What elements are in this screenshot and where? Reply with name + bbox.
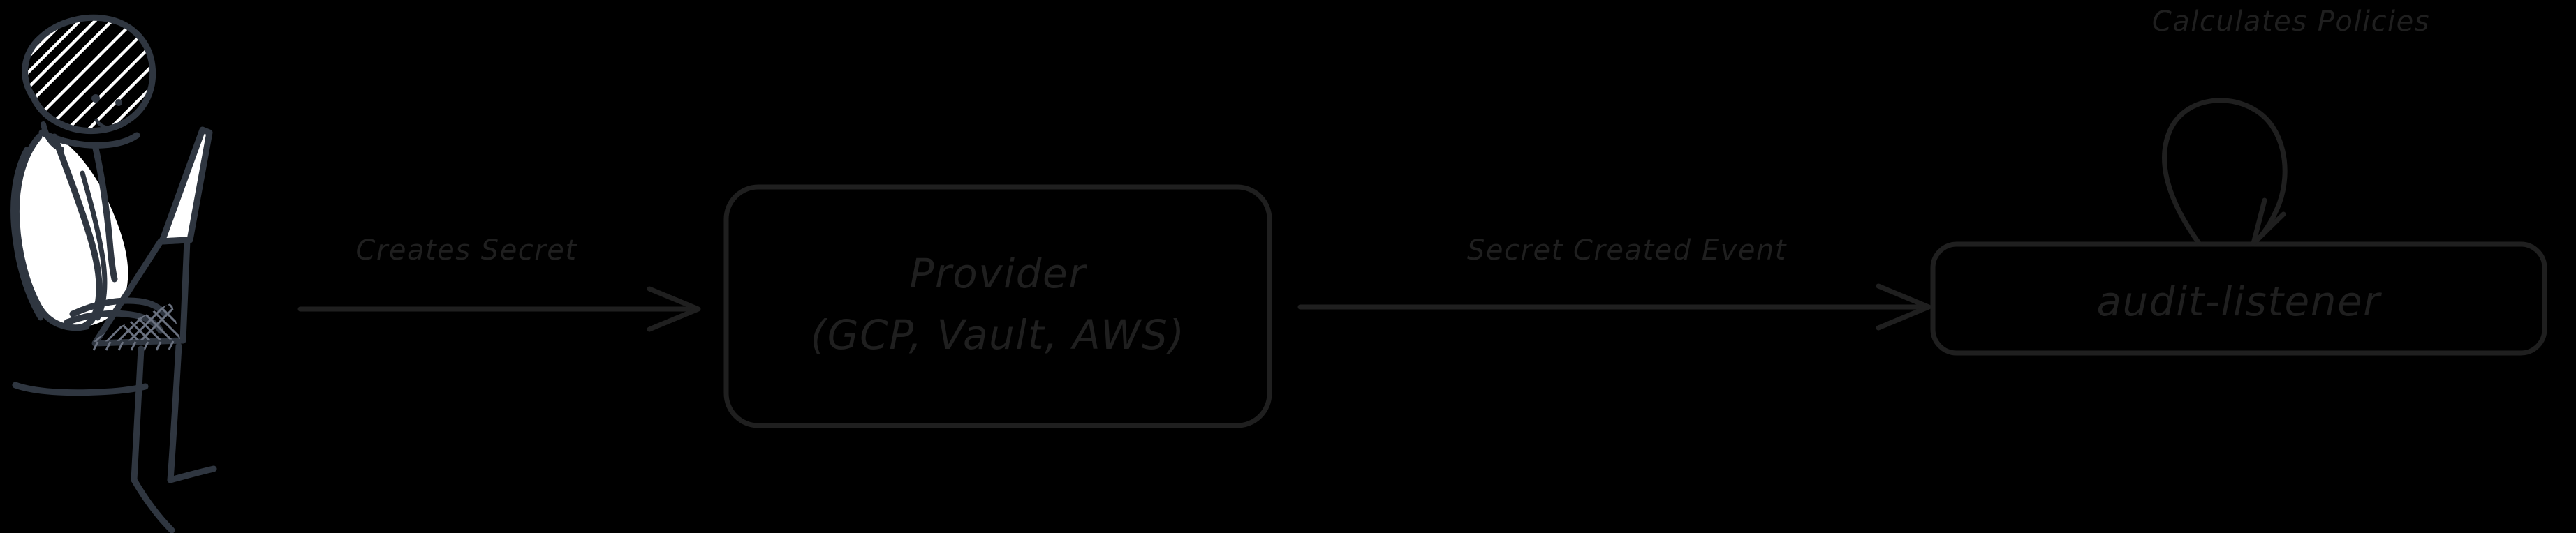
- person-foot-back: [131, 476, 175, 533]
- node-audit-listener-label: audit-listener: [2096, 278, 2382, 325]
- edge-creates-secret-label: Creates Secret: [355, 234, 577, 266]
- edge-secret-created-event-arrowhead: [1876, 283, 1931, 331]
- node-provider[interactable]: Provider (GCP, Vault, AWS): [723, 184, 1272, 428]
- node-audit-listener[interactable]: audit-listener: [1930, 241, 2547, 356]
- node-audit-listener-box[interactable]: [1930, 241, 2547, 356]
- person-arm: [91, 142, 118, 283]
- person-smile: [94, 118, 125, 130]
- node-provider-box[interactable]: [723, 184, 1272, 428]
- person-torso: [13, 133, 90, 331]
- edge-calculates-policies-arrowhead: [2251, 197, 2286, 246]
- person-forearm: [69, 297, 168, 317]
- edge-calculates-policies-loop: [2162, 98, 2288, 247]
- edge-creates-secret: Creates Secret: [297, 234, 701, 332]
- laptop-keyboard-fringe: [92, 340, 175, 351]
- person-leg-back: [131, 345, 145, 483]
- edge-calculates-policies: Calculates Policies: [2152, 6, 2430, 247]
- person-eye-left: [91, 94, 100, 103]
- actor-person-at-laptop: [10, 14, 217, 533]
- person-foot-front: [167, 465, 217, 483]
- node-provider-label-line2: (GCP, Vault, AWS): [811, 311, 1186, 359]
- edge-creates-secret-arrowhead: [647, 286, 701, 332]
- edge-calculates-policies-label: Calculates Policies: [2152, 6, 2430, 38]
- person-lap: [12, 382, 149, 396]
- person-eye-right: [115, 99, 122, 106]
- person-torso-back: [10, 147, 43, 321]
- edge-secret-created-event: Secret Created Event: [1297, 234, 1931, 331]
- laptop-base: [91, 237, 191, 347]
- person-head-outline: [22, 14, 156, 134]
- edge-secret-created-event-label: Secret Created Event: [1467, 234, 1787, 266]
- node-provider-label-line1: Provider: [909, 250, 1087, 297]
- person-leg-front: [167, 343, 182, 483]
